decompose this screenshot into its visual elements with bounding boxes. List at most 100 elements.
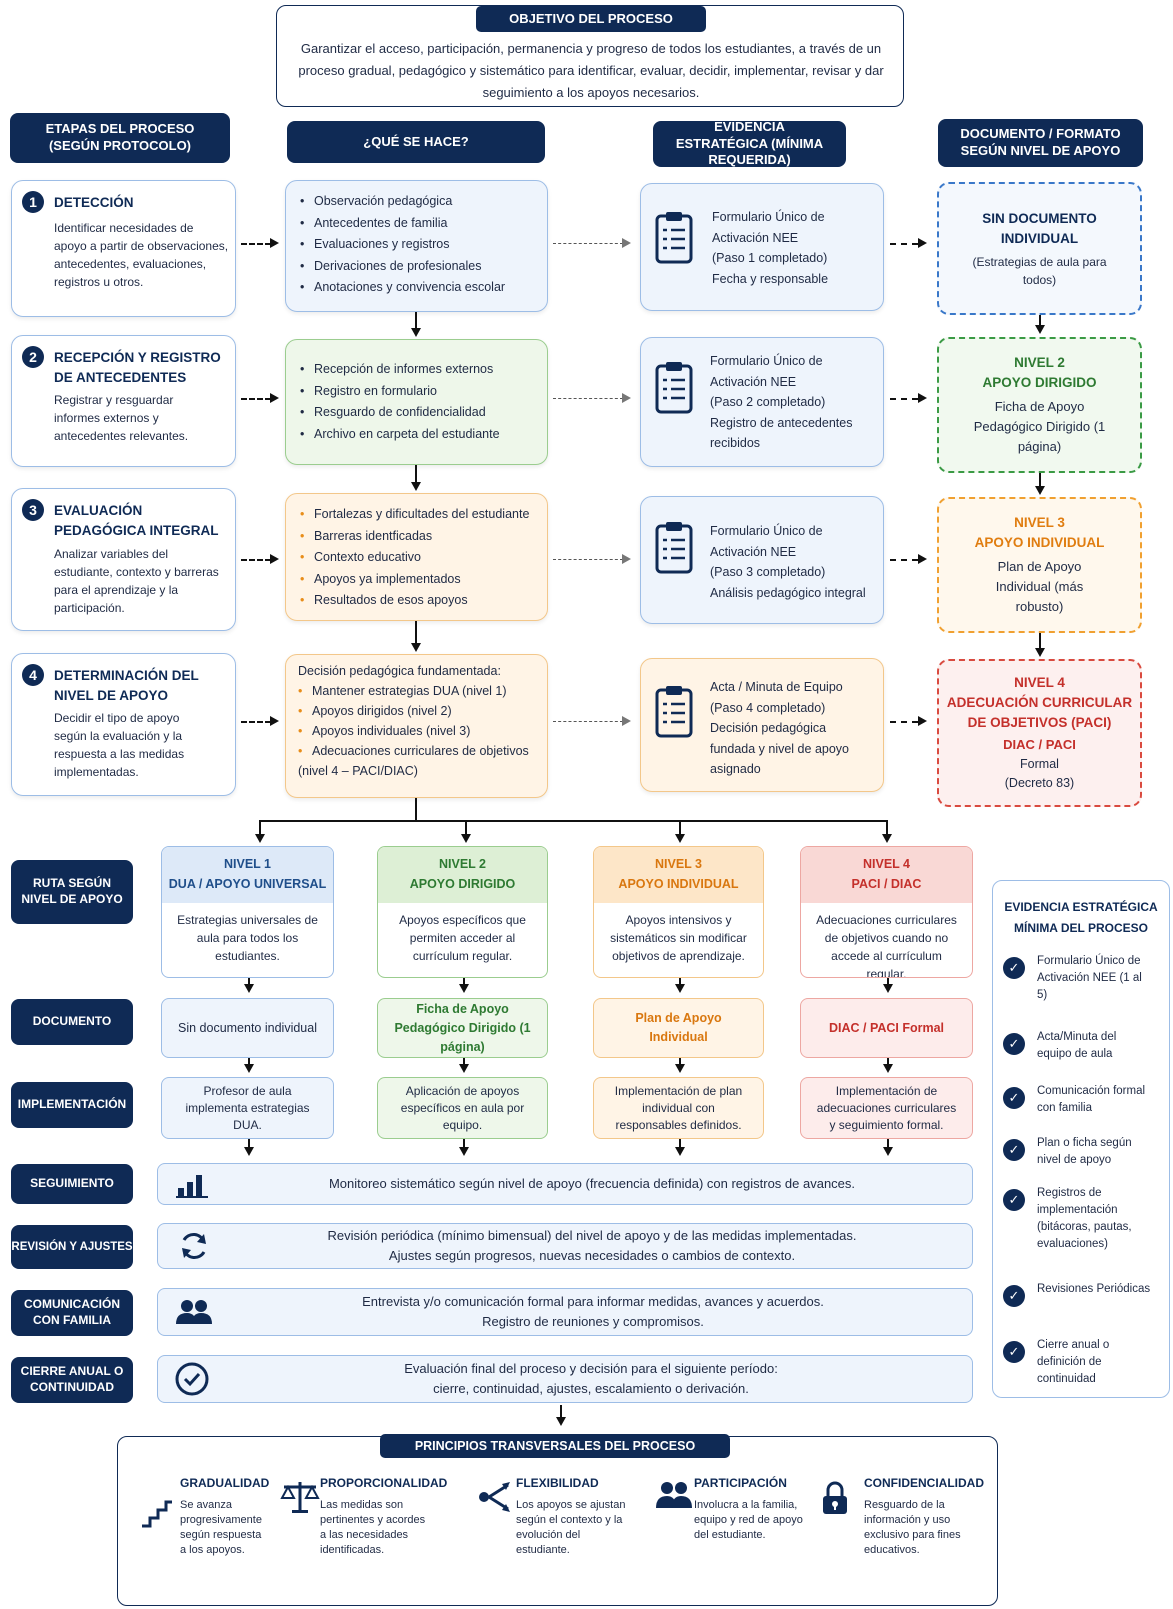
flow-arrow bbox=[553, 559, 623, 560]
principle-desc: Se avanza progresivamente según respuest… bbox=[180, 1499, 262, 1556]
flow-arrow bbox=[679, 978, 681, 986]
flow-arrow bbox=[463, 1058, 465, 1066]
branch-connector bbox=[465, 820, 467, 836]
level-implementation-4: Implementación de adecuaciones curricula… bbox=[800, 1077, 973, 1139]
action-item: Anotaciones y convivencia escolar bbox=[300, 277, 533, 299]
evidence-line: (Paso 3 completado) bbox=[710, 565, 826, 579]
stage-title-1: DETECCIÓN bbox=[54, 195, 134, 210]
flow-arrow bbox=[887, 1139, 889, 1149]
arrow-head bbox=[1035, 486, 1045, 495]
flow-arrow bbox=[890, 559, 918, 561]
level-header: NIVEL 1 DUA / APOYO UNIVERSAL bbox=[162, 847, 333, 903]
rowlabel-documento: DOCUMENTO bbox=[11, 999, 133, 1045]
flow-arrow bbox=[1039, 633, 1041, 650]
principle-desc: Involucra a la familia, equipo y red de … bbox=[694, 1499, 803, 1541]
rowlabel-ruta: RUTA SEGÚN NIVEL DE APOYO bbox=[11, 860, 133, 924]
document-body-2: Ficha de Apoyo Pedagógico Dirigido (1 pá… bbox=[973, 399, 1106, 454]
flow-arrow bbox=[463, 978, 465, 986]
arrow-head bbox=[883, 1147, 893, 1156]
stage-number-1: 1 bbox=[22, 191, 44, 213]
arrow-head bbox=[244, 1147, 254, 1156]
sidebar-item: ✓Registros de implementación (bitácoras,… bbox=[1003, 1185, 1163, 1253]
arrow-head bbox=[255, 834, 265, 843]
arrow-head bbox=[622, 393, 631, 403]
padlock-icon bbox=[820, 1480, 850, 1521]
level-document-4: DIAC / PACI Formal bbox=[800, 998, 973, 1058]
people-icon bbox=[654, 1480, 694, 1515]
comunicacion-text: Entrevista y/o comunicación formal para … bbox=[214, 1292, 972, 1332]
action-card-3: Fortalezas y dificultades del estudiante… bbox=[285, 493, 548, 621]
arrow-head bbox=[883, 1064, 893, 1073]
document-head-2: NIVEL 2 bbox=[1014, 355, 1065, 370]
revision-text: Revisión periódica (mínimo bimensual) de… bbox=[212, 1226, 972, 1266]
check-icon: ✓ bbox=[1003, 1285, 1025, 1307]
check-icon: ✓ bbox=[1003, 1341, 1025, 1363]
action-item: Fortalezas y dificultades del estudiante bbox=[300, 504, 533, 526]
action-item: Contexto educativo bbox=[300, 547, 533, 569]
level-implementation-2: Aplicación de apoyos específicos en aula… bbox=[377, 1077, 548, 1139]
arrow-head bbox=[244, 1064, 254, 1073]
evidence-line: Formulario Único de bbox=[710, 524, 823, 538]
arrow-head bbox=[622, 238, 631, 248]
arrow-head bbox=[459, 984, 469, 993]
level-document-2: Ficha de Apoyo Pedagógico Dirigido (1 pá… bbox=[377, 998, 548, 1058]
document-body-4: Formal (Decreto 83) bbox=[1004, 757, 1075, 790]
stage-number-2: 2 bbox=[22, 346, 44, 368]
branch-connector bbox=[679, 820, 681, 836]
document-card-3: NIVEL 3 APOYO INDIVIDUAL Plan de Apoyo I… bbox=[937, 497, 1142, 633]
flow-arrow bbox=[415, 621, 417, 645]
objective-title: OBJETIVO DEL PROCESO bbox=[476, 6, 706, 32]
flow-arrow bbox=[1039, 473, 1041, 488]
check-icon: ✓ bbox=[1003, 1087, 1025, 1109]
arrow-head bbox=[270, 716, 279, 726]
revision-bar: Revisión periódica (mínimo bimensual) de… bbox=[157, 1223, 973, 1269]
level-title: NIVEL 3 bbox=[654, 857, 702, 871]
seguimiento-text: Monitoreo sistemático según nivel de apo… bbox=[328, 1176, 856, 1191]
branch-arrows-icon bbox=[476, 1480, 516, 1519]
level-subtitle: DUA / APOYO UNIVERSAL bbox=[168, 877, 327, 891]
stage-desc-3: Analizar variables del estudiante, conte… bbox=[54, 547, 219, 615]
level-desc: Estrategias universales de aula para tod… bbox=[177, 913, 318, 963]
action-intro-4: Decisión pedagógica fundamentada: bbox=[298, 664, 501, 678]
stage-title-4: DETERMINACIÓN DEL NIVEL DE APOYO bbox=[54, 668, 199, 703]
rowlabel-cierre: CIERRE ANUAL O CONTINUIDAD bbox=[11, 1357, 133, 1403]
flow-arrow bbox=[890, 398, 918, 400]
check-icon: ✓ bbox=[1003, 1033, 1025, 1055]
evidence-line: (Paso 2 completado) bbox=[710, 395, 826, 409]
sidebar-item-text: Formulario Único de Activación NEE (1 al… bbox=[1037, 955, 1142, 1001]
level-subtitle: PACI / DIAC bbox=[851, 877, 922, 891]
document-card-1: SIN DOCUMENTO INDIVIDUAL (Estrategias de… bbox=[937, 182, 1142, 315]
check-icon: ✓ bbox=[1003, 1189, 1025, 1211]
evidence-line: Formulario Único de bbox=[712, 210, 825, 224]
sidebar-item-text: Revisiones Periódicas bbox=[1037, 1283, 1151, 1295]
arrow-head bbox=[459, 1147, 469, 1156]
evidence-line: Acta / Minuta de Equipo bbox=[710, 680, 843, 694]
arrow-head bbox=[675, 1064, 685, 1073]
evidence-card-2 bbox=[640, 337, 884, 467]
check-circle-icon bbox=[175, 1362, 209, 1396]
principle-name: PARTICIPACIÓN bbox=[694, 1476, 787, 1490]
sidebar-item-text: Comunicación formal con familia bbox=[1037, 1085, 1146, 1114]
stage-desc-4: Decidir el tipo de apoyo según la evalua… bbox=[54, 711, 185, 779]
arrow-head bbox=[1035, 648, 1045, 657]
action-list-4: Mantener estrategias DUA (nivel 1)Apoyos… bbox=[298, 681, 535, 781]
action-item: Mantener estrategias DUA (nivel 1) bbox=[298, 681, 535, 701]
action-item: Adecuaciones curriculares de objetivos (… bbox=[298, 741, 535, 781]
level-implementation-text: Profesor de aula implementa estrategias … bbox=[185, 1083, 310, 1132]
bar-chart-icon bbox=[176, 1175, 208, 1198]
flow-arrow bbox=[553, 243, 623, 244]
action-list-1: Observación pedagógicaAntecedentes de fa… bbox=[300, 191, 533, 299]
principle-desc: Los apoyos se ajustan según el contexto … bbox=[516, 1499, 626, 1556]
flow-arrow bbox=[679, 1058, 681, 1066]
objective-text: Garantizar el acceso, participación, per… bbox=[298, 41, 884, 100]
document-head-4: NIVEL 4 bbox=[1014, 675, 1065, 690]
level-title: NIVEL 1 bbox=[223, 857, 271, 871]
flow-arrow bbox=[553, 398, 623, 399]
flow-arrow bbox=[241, 398, 271, 400]
